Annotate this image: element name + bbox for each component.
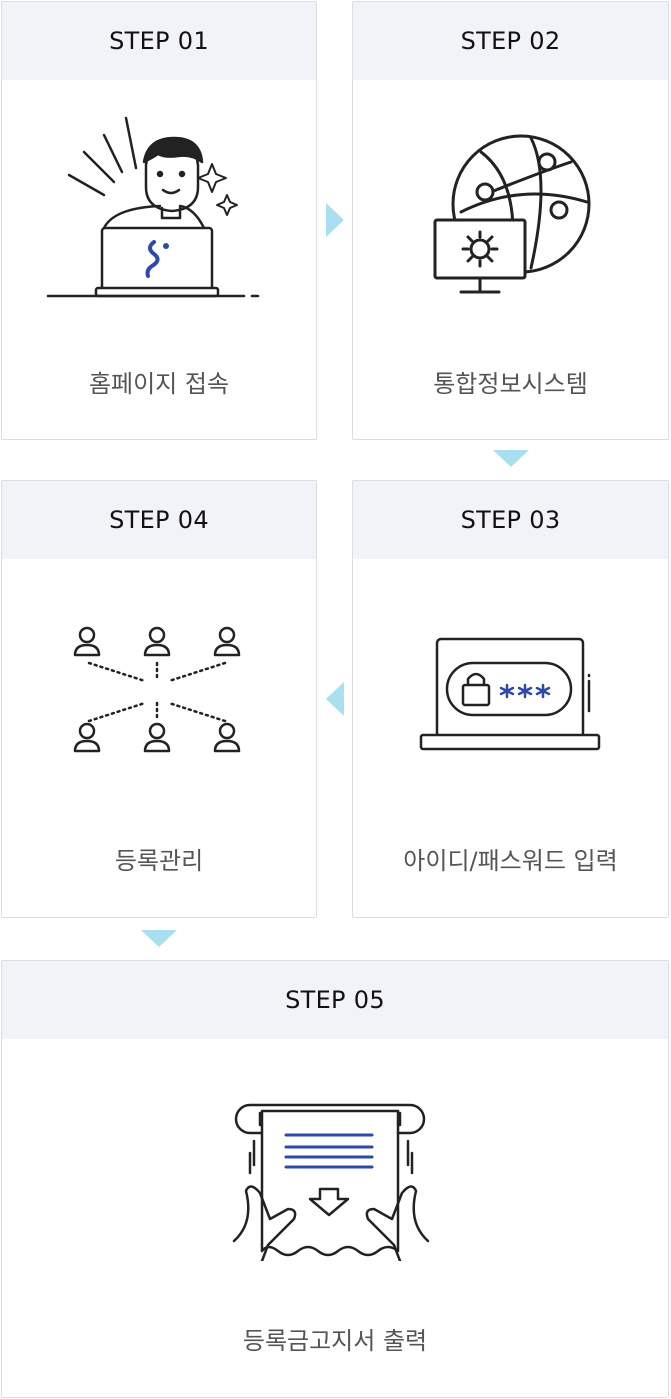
step-04-label: 등록관리 — [114, 847, 204, 875]
print-receipt-icon — [2, 1101, 668, 1261]
step-01-card: STEP 01 — [1, 1, 317, 440]
step-03-card: STEP 03 아이디/패스워드 입력 — [352, 480, 669, 918]
step-02-card: STEP 02 통합정보시스템 — [352, 1, 669, 440]
step-04-card: STEP 04 등록관리 — [1, 480, 317, 918]
step-03-title: STEP 03 — [353, 481, 668, 559]
arrow-right-icon — [326, 203, 344, 237]
arrow-down-icon — [141, 930, 177, 947]
step-05-card: STEP 05 등록금고지서 출력 — [1, 960, 669, 1398]
step-03-label: 아이디/패스워드 입력 — [403, 847, 618, 875]
password-laptop-icon — [353, 635, 668, 753]
step-01-label: 홈페이지 접속 — [88, 370, 230, 398]
network-globe-monitor-icon — [353, 132, 668, 302]
step-02-title: STEP 02 — [353, 2, 668, 80]
arrow-left-icon — [326, 682, 344, 716]
step-05-title: STEP 05 — [2, 961, 668, 1039]
arrow-down-icon — [493, 450, 529, 467]
step-04-title: STEP 04 — [2, 481, 316, 559]
step-01-title: STEP 01 — [2, 2, 316, 80]
people-network-icon — [2, 623, 316, 763]
step-05-label: 등록금고지서 출력 — [242, 1327, 428, 1355]
step-02-label: 통합정보시스템 — [433, 370, 588, 398]
person-at-laptop-icon — [2, 110, 316, 306]
